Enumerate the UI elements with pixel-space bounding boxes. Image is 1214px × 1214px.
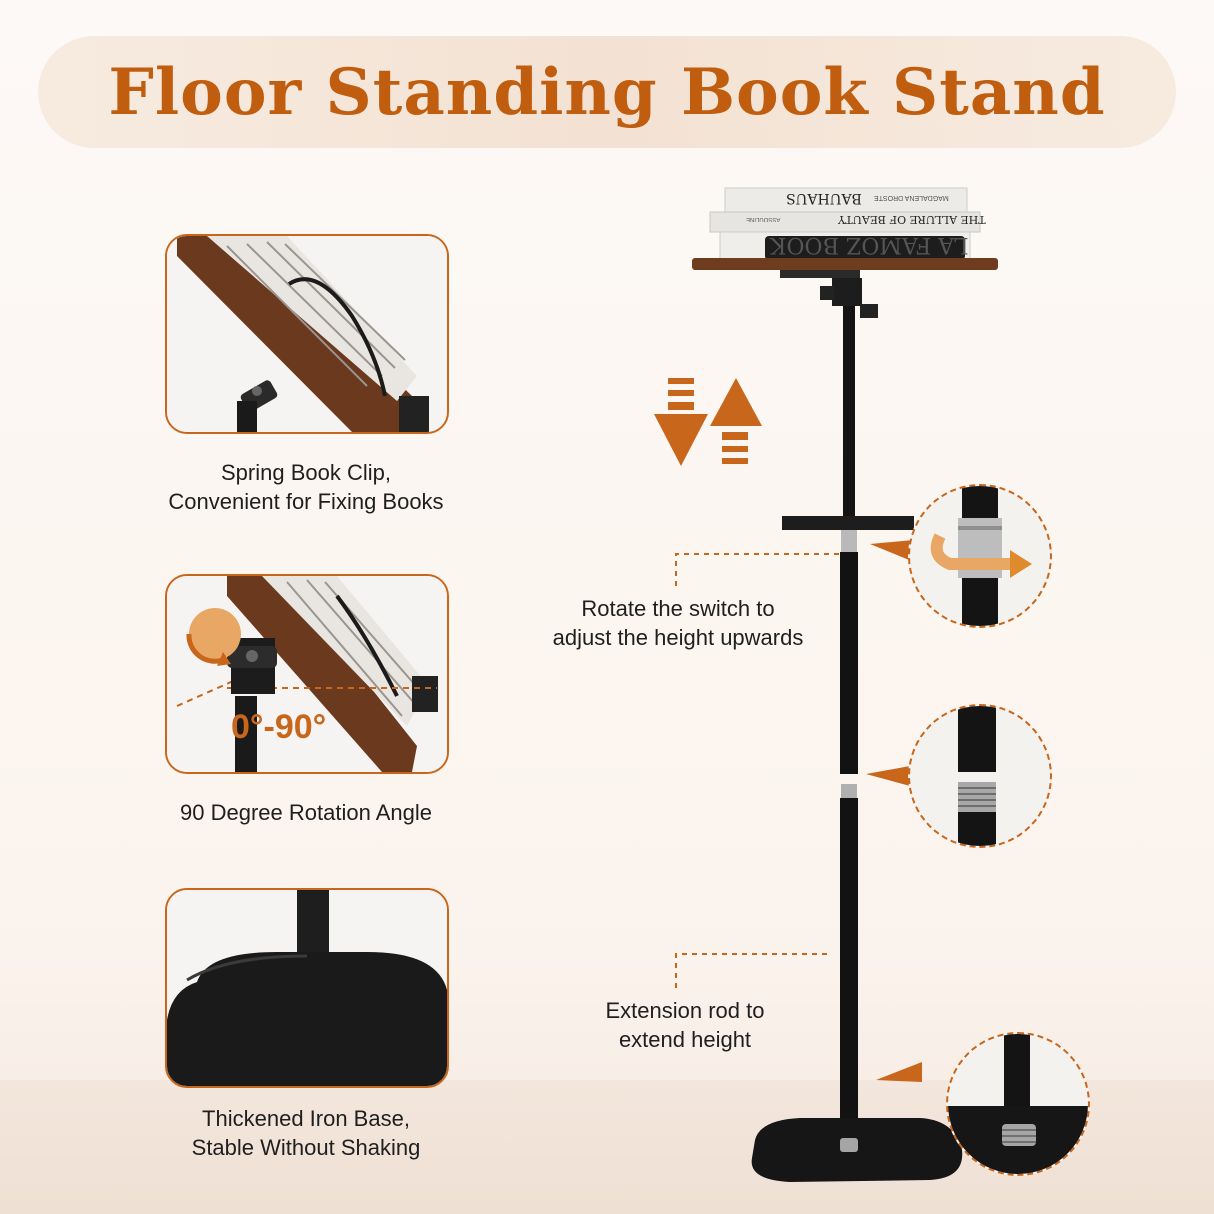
callout-rotate: Rotate the switch to adjust the height u…: [528, 594, 828, 652]
base-illustration: [167, 890, 447, 1086]
extension-joint: [841, 784, 857, 798]
feature-panel-rotation: 0°-90°: [165, 574, 449, 774]
caption-base-line2: Stable Without Shaking: [191, 1135, 421, 1160]
book-middle-title: THE ALLURE OF BEAUTY: [838, 213, 986, 226]
spring-clip-illustration: [167, 236, 447, 432]
caption-spring-clip-line1: Spring Book Clip,: [221, 460, 391, 485]
caption-base: Thickened Iron Base, Stable Without Shak…: [120, 1104, 492, 1162]
title-banner: Floor Standing Book Stand: [38, 36, 1176, 148]
side-shelf: [782, 516, 914, 530]
page-title: Floor Standing Book Stand: [108, 54, 1106, 130]
caption-spring-clip-line2: Convenient for Fixing Books: [168, 489, 444, 514]
book-middle-publisher: ASSOULINE: [746, 216, 781, 222]
book-top: [724, 187, 968, 213]
rotation-illustration: [167, 576, 447, 772]
book-top-author: MAGDALENA DROSTE: [874, 194, 949, 201]
callout-rotate-line1: Rotate the switch to: [581, 596, 775, 621]
detail-circle-base: [946, 1032, 1090, 1176]
caption-rotation-line1: 90 Degree Rotation Angle: [180, 800, 432, 825]
callout-leaders: [675, 540, 922, 1082]
callout-extension: Extension rod to extend height: [570, 996, 800, 1054]
book-top-title: BAUHAUS: [786, 190, 862, 206]
caption-base-line1: Thickened Iron Base,: [202, 1106, 410, 1131]
callout-extension-line1: Extension rod to: [605, 998, 765, 1023]
callout-extension-line2: extend height: [618, 1027, 752, 1052]
rotate-arrow-icon: [186, 633, 224, 664]
feature-panel-spring-clip: [165, 234, 449, 434]
detail-circle-joint: [908, 704, 1052, 848]
caption-spring-clip: Spring Book Clip, Convenient for Fixing …: [120, 458, 492, 516]
rotate-arrow-icon: [1010, 550, 1032, 578]
up-down-arrows-icon: [654, 378, 762, 466]
height-switch: [841, 530, 857, 552]
caption-rotation: 90 Degree Rotation Angle: [120, 798, 492, 827]
book-stand-illustration: [692, 187, 998, 1182]
detail-circle-switch: [908, 484, 1052, 628]
book-tray: [692, 258, 998, 270]
callout-rotate-line2: adjust the height upwards: [552, 625, 804, 650]
angle-label: 0°-90°: [231, 708, 327, 746]
feature-panel-base: [165, 888, 449, 1088]
book-bottom-title: LA FAMOZ BOOK: [770, 232, 969, 257]
